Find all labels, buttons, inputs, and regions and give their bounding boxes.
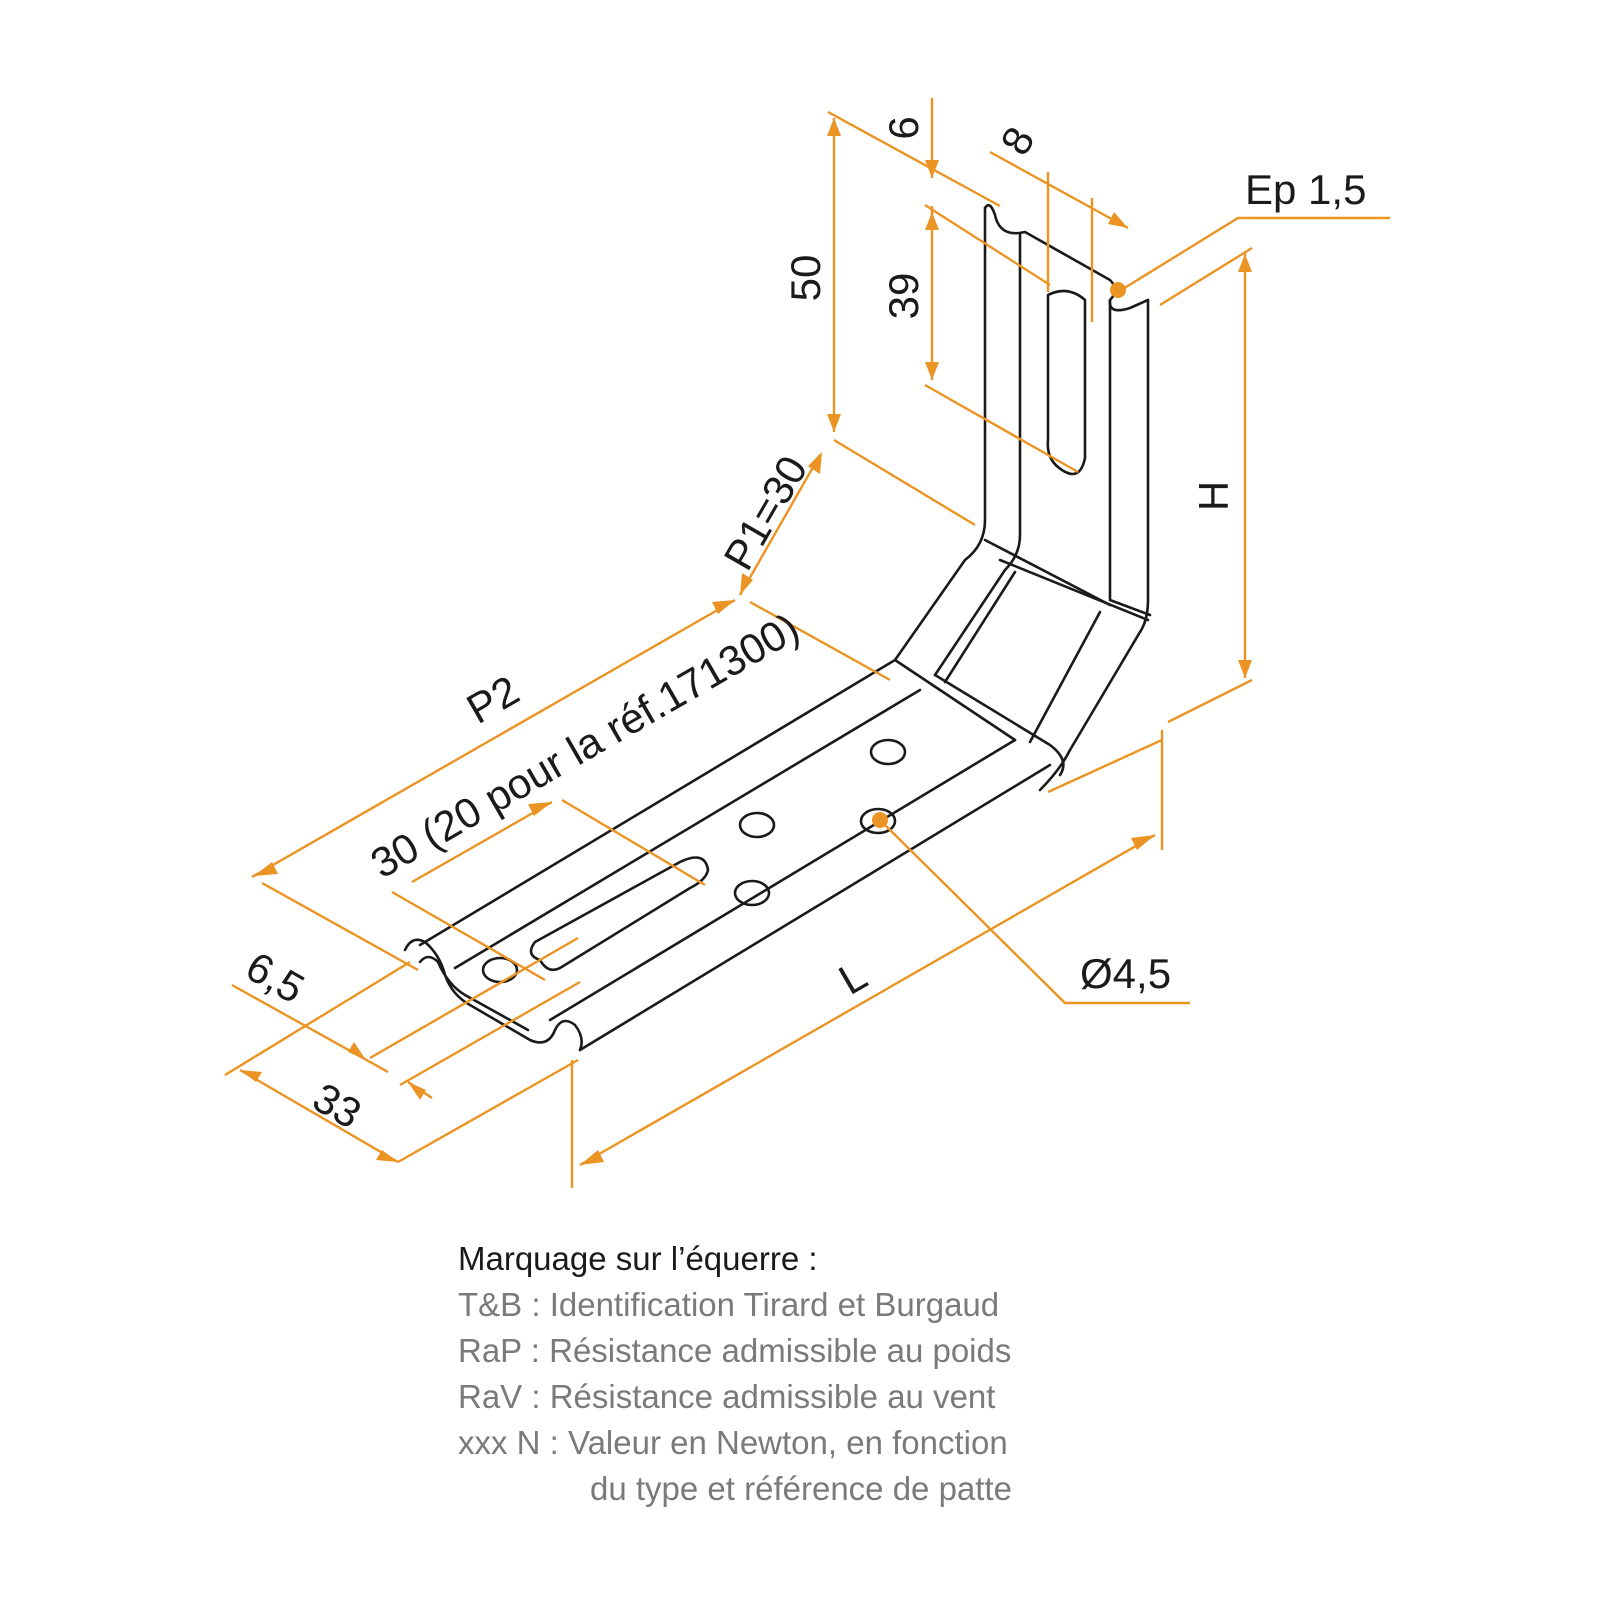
legend-title: Marquage sur l’équerre :	[458, 1240, 818, 1277]
legend-item: T&B : Identification Tirard et Burgaud	[458, 1282, 1012, 1328]
dim-slot-length: 39	[880, 203, 1079, 474]
base-plate-rib-b	[548, 738, 1017, 1022]
vertical-flange-edge-right	[1108, 298, 1152, 617]
dim-thickness-label: Ep 1,5	[1245, 166, 1366, 213]
vertical-flange-rib	[1038, 298, 1150, 792]
base-plate-near-edge	[578, 763, 1052, 1052]
legend-text: Résistance admissible au vent	[549, 1378, 996, 1415]
base-plate-front-profile-inner	[418, 955, 530, 1032]
dim-hole-diameter-label: Ø4,5	[1080, 950, 1171, 997]
bend-top-edge	[983, 538, 1112, 607]
legend-code: T&B	[458, 1286, 523, 1323]
legend-item: RaV : Résistance admissible au vent	[458, 1374, 1012, 1420]
bend-inner-edge	[933, 673, 1065, 777]
legend-sep: :	[522, 1378, 550, 1415]
dim-top-slot-offset-label: 6	[880, 116, 927, 139]
vertical-flange-edge-inner	[933, 233, 1022, 677]
base-plate-front-profile	[403, 938, 583, 1052]
base-plate-rib-a	[453, 688, 922, 970]
dim-slot-length-label: 39	[880, 273, 927, 320]
legend-code: RaP	[458, 1332, 522, 1369]
hole-far	[869, 738, 907, 766]
legend-item-continuation: du type et référence de patte	[458, 1466, 1012, 1512]
dim-height-total-label: 50	[782, 255, 829, 302]
legend-text: Résistance admissible au poids	[549, 1332, 1012, 1369]
hole-center-low	[733, 879, 771, 907]
hole-center	[738, 811, 776, 839]
vertical-flange-edge-left	[893, 206, 987, 662]
dim-thickness: Ep 1,5	[1110, 166, 1390, 298]
dim-height-h-label: H	[1190, 481, 1237, 511]
legend-sep: :	[522, 1286, 550, 1323]
legend-code: RaV	[458, 1378, 523, 1415]
dim-length: L	[570, 730, 1164, 1188]
legend-sep: :	[521, 1332, 550, 1369]
hole-near	[859, 807, 897, 835]
dim-length-label: L	[831, 951, 875, 1003]
bend-diagonal-a	[943, 570, 1017, 684]
vertical-flange-top-lip	[983, 203, 1150, 312]
dim-p1-label: P1=30	[714, 448, 816, 578]
dimension-lines: 6 8 Ep 1,5 50	[224, 98, 1390, 1188]
bracket-outline	[403, 203, 1152, 1052]
dim-hole-diameter: Ø4,5	[872, 812, 1190, 1005]
base-plate-slot	[529, 856, 710, 972]
dim-height-total: 50	[782, 110, 1001, 527]
dim-p2-label: P2	[459, 666, 527, 732]
dim-width-label: 33	[305, 1073, 369, 1137]
base-plate-far-edge	[418, 658, 897, 947]
legend-item: xxx N : Valeur en Newton, en fonction	[458, 1420, 1012, 1466]
dim-height-h: H	[1159, 246, 1253, 724]
legend-text: Valeur en Newton, en fonction	[568, 1424, 1008, 1461]
legend-text: du type et référence de patte	[590, 1470, 1012, 1507]
legend-item: RaP : Résistance admissible au poids	[458, 1328, 1012, 1374]
dim-edge-offset-label: 6,5	[238, 942, 312, 1012]
vertical-slot	[1046, 289, 1087, 476]
dim-slot-base: 30 (20 pour la réf.171300)	[363, 604, 807, 982]
legend-sep: :	[540, 1424, 569, 1461]
marking-legend: Marquage sur l’équerre : T&B : Identific…	[458, 1236, 1012, 1512]
dim-top-slot-offset: 6	[880, 98, 939, 230]
bend-diagonal-b	[1028, 610, 1102, 744]
bend-lower-edge	[893, 658, 1017, 742]
bend-mid-edge	[998, 558, 1150, 622]
legend-text: Identification Tirard et Burgaud	[549, 1286, 1000, 1323]
legend-code: xxx N	[458, 1424, 541, 1461]
